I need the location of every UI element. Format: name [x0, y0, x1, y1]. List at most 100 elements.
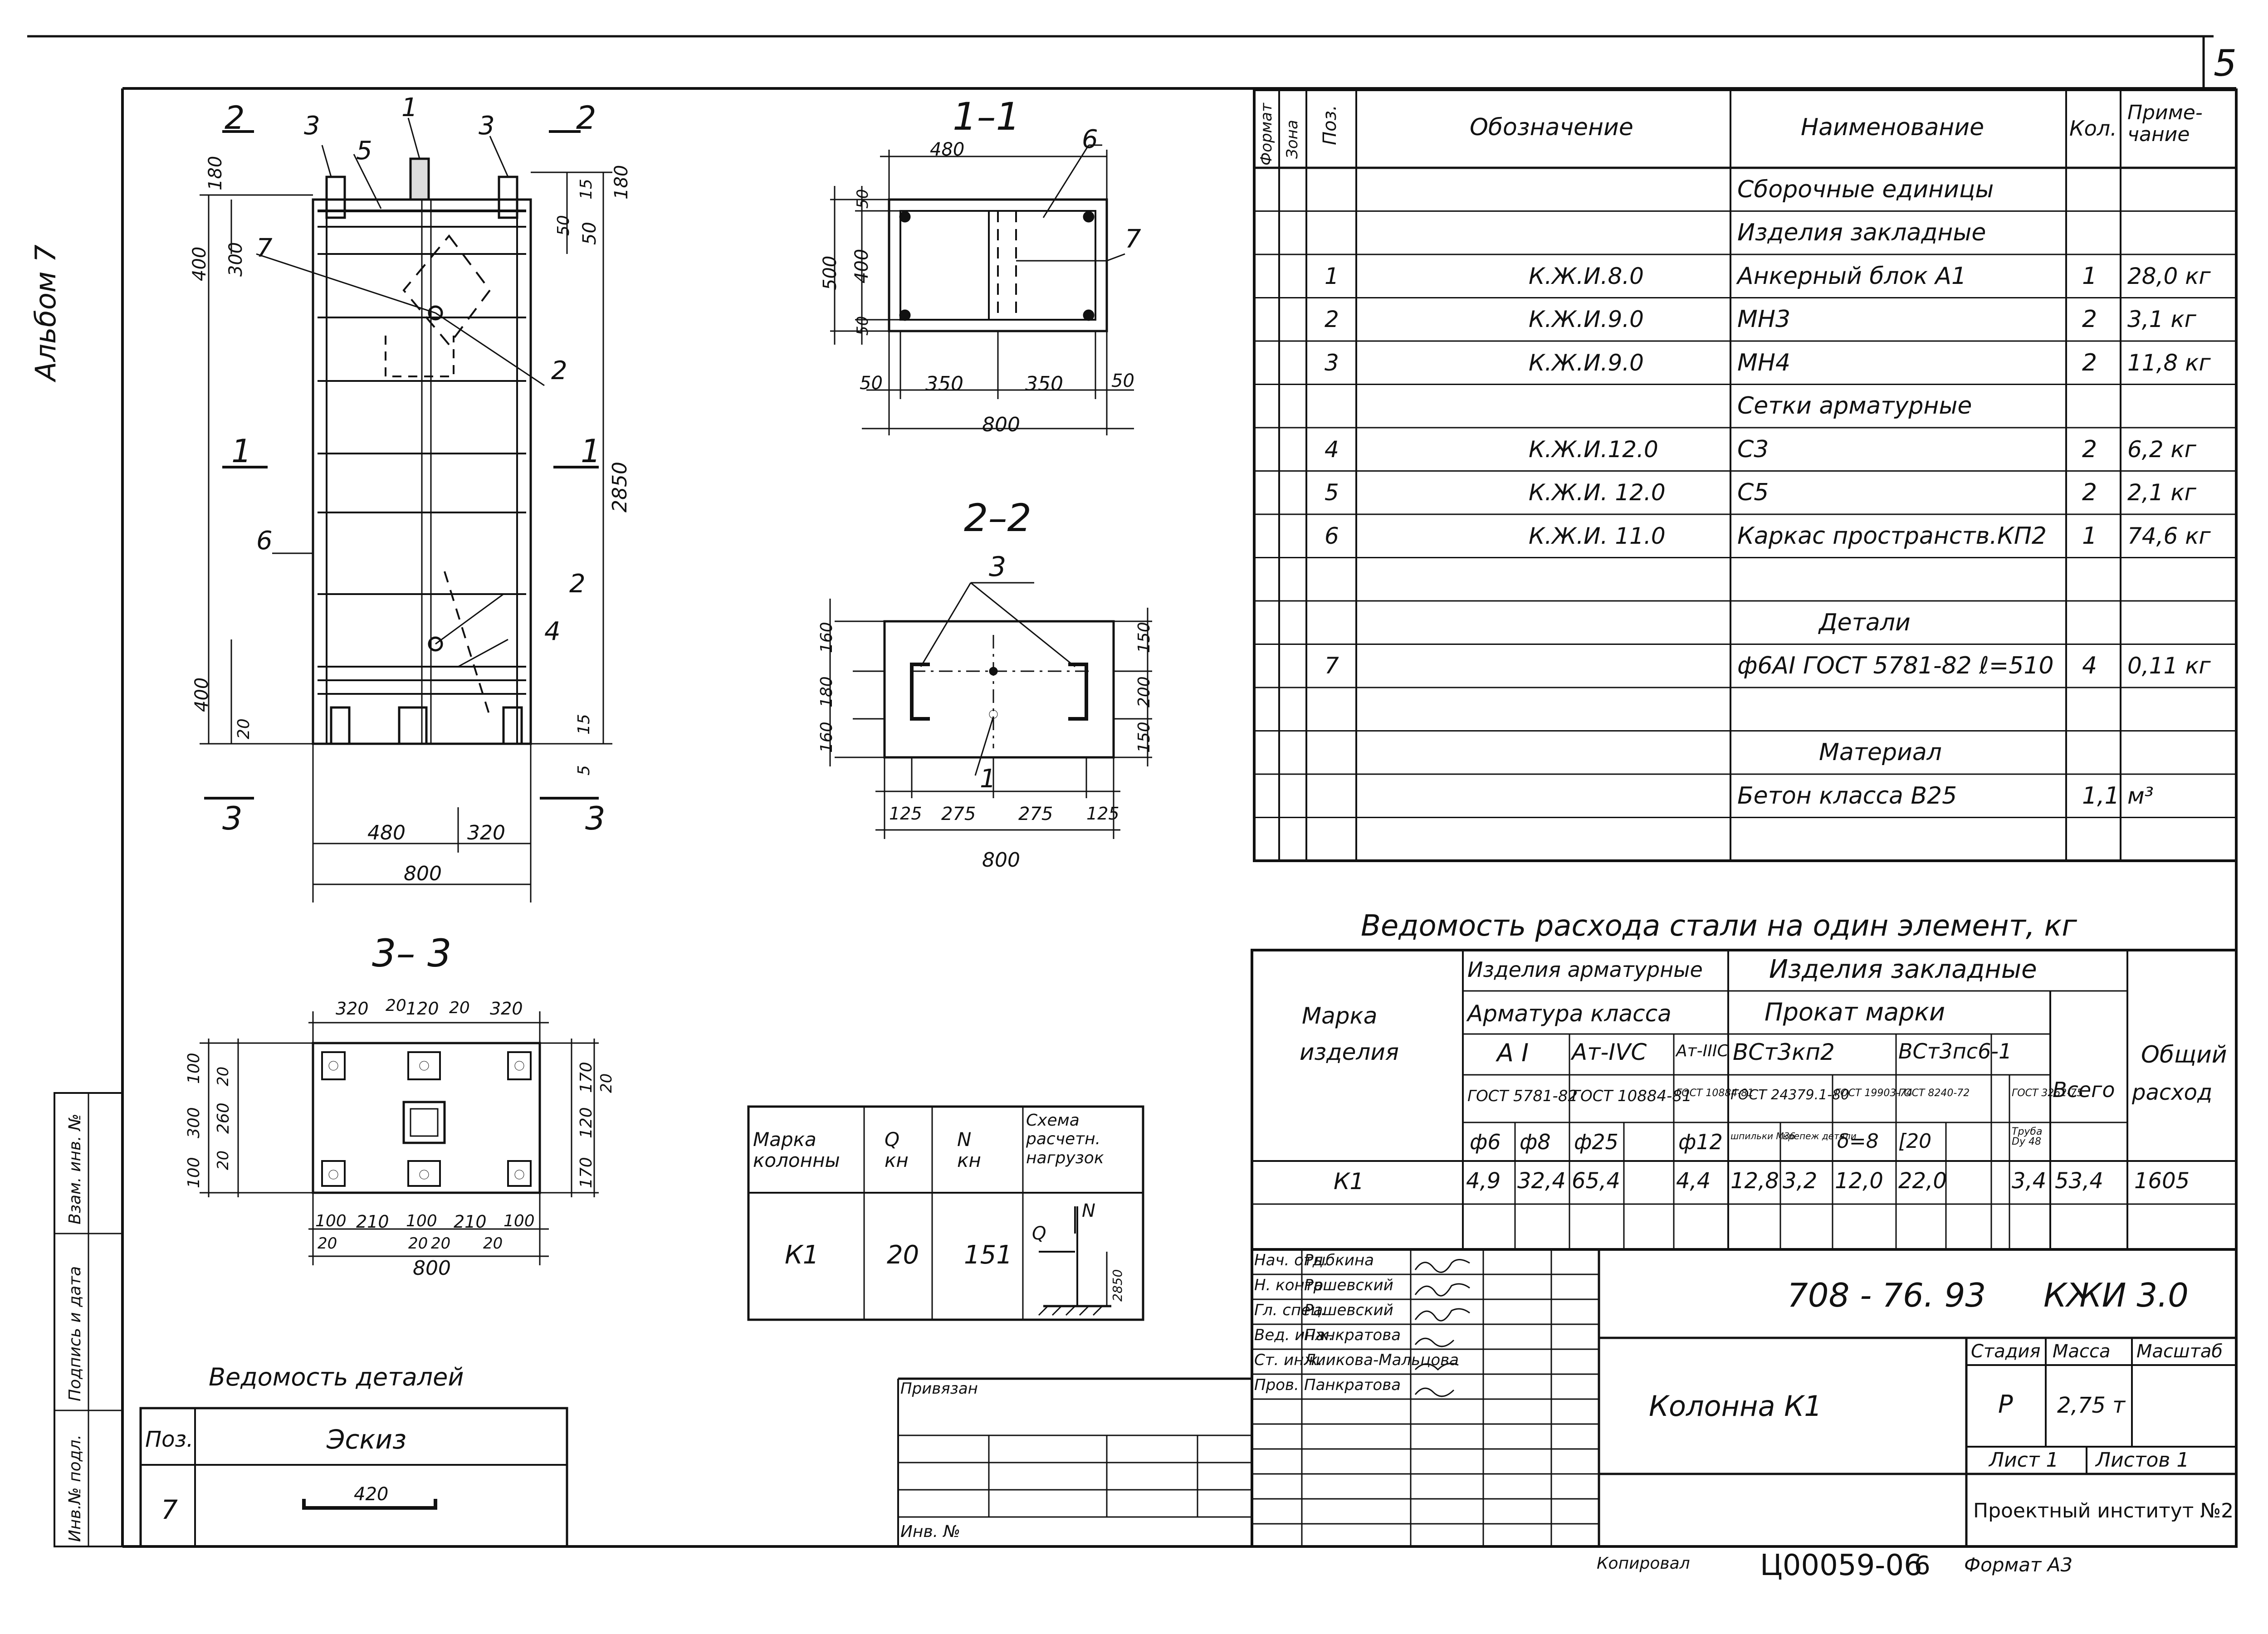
title-block-mass-label: Масса [2053, 1341, 2111, 1362]
elev-marker-3-right: 3 [585, 800, 606, 837]
footer-copied: Копировал [1597, 1554, 1690, 1573]
spec-header-code: Обозначение [1470, 114, 1633, 141]
steel-item-m36: шпильки М36 [1730, 1131, 1796, 1141]
title-block-stage: Р [1998, 1390, 2013, 1419]
elev-pos-1: 1 [401, 93, 418, 122]
spec-cell-name: Сборочные единицы [1737, 176, 1994, 203]
s22-pos-1: 1 [980, 764, 996, 794]
steel-gost-6: ГОСТ 8240-72 [1898, 1088, 1970, 1099]
spec-header-name: Наименование [1801, 114, 1984, 141]
elev-marker-3-left: 3 [222, 800, 243, 837]
spec-cell-pos: 7 [1325, 653, 1339, 679]
elev-marker-1-left: 1 [231, 433, 252, 470]
spec-cell-note: 74,6 кг [2127, 522, 2211, 549]
steel-item-delta8: δ=8 [1837, 1130, 1879, 1153]
steel-sub-2: Прокат марки [1765, 998, 1945, 1026]
s33-dim-210-b: 210 [454, 1212, 487, 1232]
spec-cell-code: К.Ж.И.9.0 [1529, 306, 1644, 333]
steel-item-c20: [20 [1898, 1130, 1932, 1153]
s33-dim-800: 800 [413, 1257, 451, 1280]
spec-cell-name: С5 [1737, 479, 1769, 507]
s11-dim-50-left: 50 [860, 373, 883, 394]
load-header-q: Q кн [885, 1128, 909, 1172]
s33-dim-100-b3: 100 [503, 1212, 535, 1230]
load-row-n: 151 [964, 1240, 1012, 1270]
s11-dim-50-right: 50 [1111, 371, 1134, 391]
title-block-person: Панкратова [1304, 1326, 1401, 1344]
spec-cell-qty: 2 [2082, 435, 2097, 463]
steel-value-cell: 65,4 [1572, 1168, 1620, 1194]
details-header-sketch: Эскиз [327, 1424, 406, 1455]
spec-cell-qty: 2 [2082, 479, 2097, 507]
steel-class-AI: А I [1497, 1039, 1529, 1067]
steel-mark-header-2: изделия [1300, 1039, 1399, 1065]
s11-dim-480: 480 [930, 139, 965, 160]
steel-row-mark: К1 [1334, 1168, 1364, 1195]
spec-cell-note: 6,2 кг [2127, 436, 2196, 463]
steel-gost-2: ГОСТ 10884-81 [1572, 1087, 1692, 1105]
steel-sub-1: Арматура класса [1467, 1000, 1672, 1027]
elev-dim-480: 480 [367, 821, 406, 844]
steel-value-cell: 32,4 [1517, 1168, 1566, 1194]
elev-marker-1-right: 1 [581, 433, 601, 470]
steel-item-f8: ф8 [1520, 1130, 1551, 1154]
steel-class-AtIVC: Ат-IVС [1572, 1039, 1647, 1065]
elev-pos-5: 5 [356, 136, 372, 166]
steel-value-cell: 4,9 [1466, 1168, 1501, 1194]
spec-cell-pos: 1 [1325, 263, 1339, 289]
title-block-role: Н. контр [1254, 1276, 1324, 1294]
steel-item-fasteners: крепеж детали [1783, 1131, 1857, 1141]
steel-table-title: Ведомость расхода стали на один элемент,… [1361, 909, 2077, 943]
privyazan-label: Привязан [900, 1380, 978, 1398]
steel-item-f12: ф12 [1678, 1130, 1723, 1154]
s22-dim-275-b: 275 [1018, 804, 1053, 824]
title-block-person: Лиикова-Мальцова [1304, 1351, 1459, 1369]
s33-dim-120: 120 [406, 999, 439, 1019]
spec-cell-note: 28,0 кг [2127, 263, 2211, 289]
s22-pos-3: 3 [989, 551, 1007, 583]
title-block-sheet: Лист 1 [1989, 1449, 2059, 1472]
title-block-role: Вед. инж. [1254, 1326, 1334, 1344]
spec-cell-name: Материал [1819, 739, 1942, 766]
spec-cell-qty: 1,1 [2082, 782, 2120, 810]
details-header-pos: Поз. [145, 1427, 194, 1452]
steel-gost-1: ГОСТ 5781-82 [1467, 1087, 1578, 1105]
steel-value-cell: 12,0 [1835, 1168, 1883, 1194]
title-block-role: Ст. инж. [1254, 1351, 1323, 1369]
s33-dim-20-a: 20 [386, 996, 406, 1015]
s11-dim-350-b: 350 [1025, 372, 1063, 395]
elev-pos-3b: 3 [479, 111, 495, 141]
s22-dim-125-b: 125 [1086, 804, 1119, 824]
s22-dim-275-a: 275 [941, 804, 976, 824]
sheet-number: 5 [2214, 42, 2237, 84]
load-header-scheme: Схема расчетн. нагрузок [1026, 1111, 1104, 1167]
footer-format: Формат А3 [1964, 1554, 2073, 1576]
steel-value-cell: 1605 [2134, 1168, 2190, 1194]
steel-value-cell: 22,0 [1898, 1168, 1947, 1194]
steel-gost-7: ГОСТ 3262-75 [2012, 1088, 2083, 1099]
spec-header-qty: Кол. [2069, 116, 2117, 141]
s11-pos-6: 6 [1082, 125, 1098, 154]
elev-pos-3a: 3 [304, 111, 320, 141]
steel-value-cell: 3,2 [1783, 1168, 1818, 1194]
spec-cell-name: Детали [1819, 609, 1911, 636]
title-block-person: Панкратова [1304, 1376, 1401, 1394]
title-block-role: Нач. отд. [1254, 1251, 1329, 1269]
steel-gost-3: ГОСТ 10884-81 [1676, 1088, 1754, 1099]
spec-cell-name: С3 [1737, 435, 1769, 463]
spec-cell-pos: 3 [1325, 349, 1339, 376]
steel-value-cell: 12,8 [1730, 1168, 1779, 1194]
steel-value-cell: 53,4 [2055, 1168, 2103, 1194]
spec-header-note: Приме- чание [2127, 101, 2203, 146]
title-block-person: Рашевский [1304, 1301, 1393, 1319]
spec-cell-note: 0,11 кг [2127, 653, 2211, 679]
details-sketch-dim: 420 [354, 1484, 389, 1505]
title-block-person: Рыбкина [1304, 1251, 1374, 1269]
steel-item-pipe: Труба Dу 48 [2012, 1126, 2043, 1147]
